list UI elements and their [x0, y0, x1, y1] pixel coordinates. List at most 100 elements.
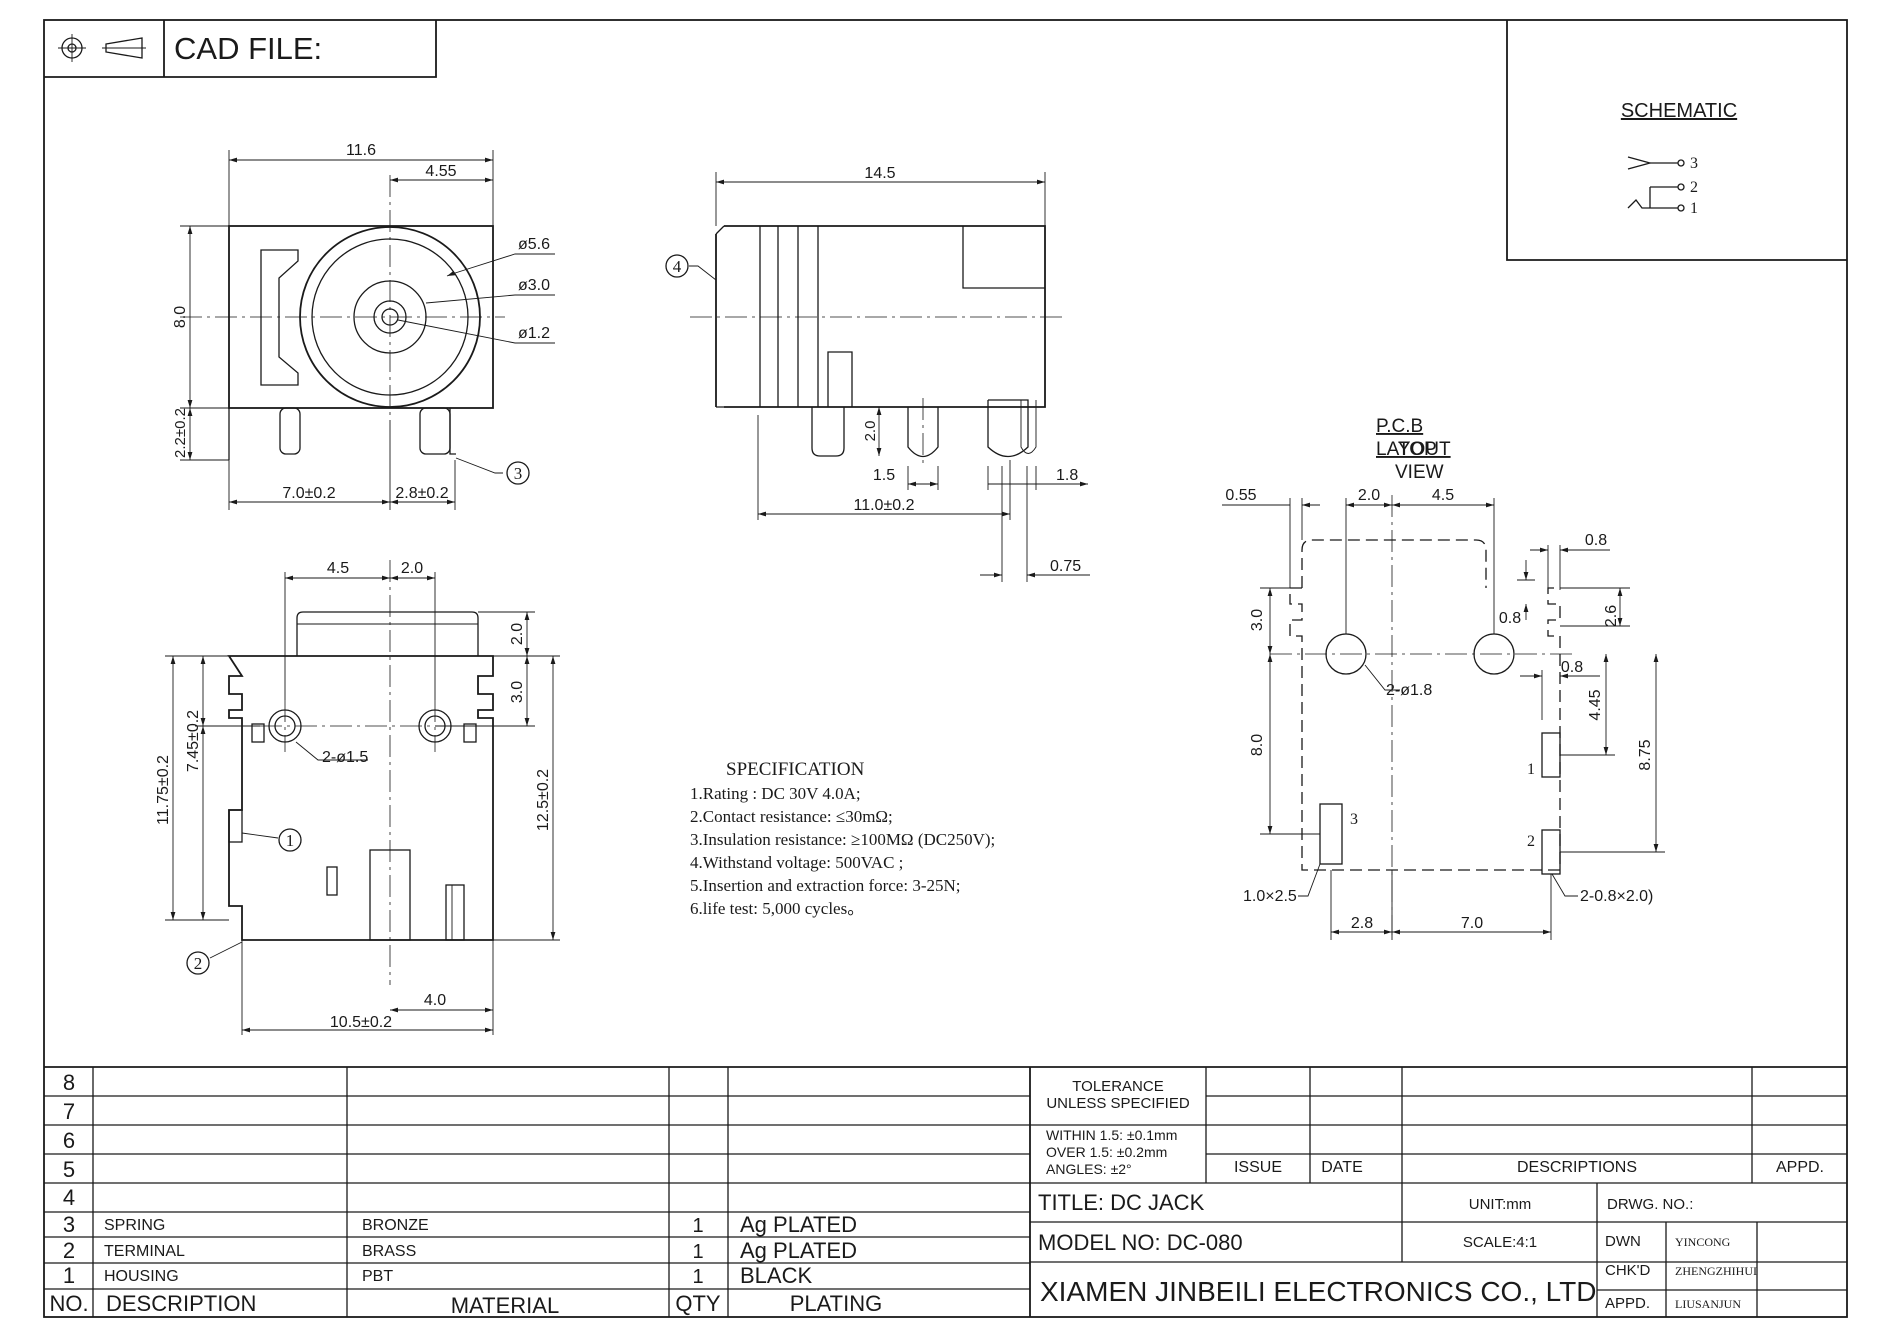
- bom-row-1-desc: HOUSING: [104, 1268, 179, 1285]
- bom-header-material: MATERIAL: [451, 1293, 559, 1318]
- pcb-d10: 8.75: [1637, 739, 1654, 770]
- bottom-right-b-dim: 3.0: [509, 681, 526, 703]
- schematic-pin-2: 2: [1690, 179, 1698, 196]
- row-number-5: 5: [63, 1157, 75, 1182]
- pcb-d7: 3.0: [1249, 609, 1266, 631]
- pcb-d8: 0.8: [1561, 659, 1583, 676]
- pcb-layout-view: P.C.B LAYOUT TOP VIEW: [1222, 416, 1665, 940]
- pcb-b1: 2.8: [1351, 915, 1373, 932]
- spec-line-3: 3.Insulation resistance: ≥100MΩ (DC250V)…: [690, 830, 995, 849]
- schematic-pin-3: 3: [1690, 155, 1698, 172]
- pcb-d9: 4.45: [1587, 689, 1604, 720]
- side-pin-height-dim: 2.0: [862, 421, 879, 442]
- drawing-frame: [43, 19, 1848, 1318]
- side-thickness-dim: 0.75: [1050, 558, 1081, 575]
- tolerance-angles: ANGLES: ±2°: [1046, 1161, 1132, 1177]
- bottom-a-dim: 4.0: [424, 992, 446, 1009]
- dwn-label: DWN: [1605, 1233, 1641, 1250]
- side-length-dim: 14.5: [864, 165, 895, 182]
- bottom-left-b-dim: 11.75±0.2: [155, 755, 172, 825]
- pcb-d6: 2.6: [1603, 605, 1620, 627]
- chkd-label: CHK'D: [1605, 1262, 1651, 1279]
- front-view: [180, 150, 555, 510]
- pcb-title-2: LAYOUT: [1376, 439, 1451, 460]
- chkd-name: ZHENGZHIHUI: [1675, 1264, 1757, 1278]
- bottom-right-total-dim: 12.5±0.2: [535, 769, 552, 831]
- front-width-dim: 11.6: [346, 142, 376, 159]
- pcb-title-3: TOP: [1398, 439, 1437, 460]
- schematic-symbol: [1627, 156, 1685, 212]
- drawing-number-label: DRWG. NO.:: [1607, 1196, 1693, 1213]
- callout-4: 4: [673, 257, 682, 276]
- rev-header-descriptions: DESCRIPTIONS: [1517, 1159, 1637, 1176]
- dwn-name: YINCONG: [1675, 1235, 1731, 1249]
- bom-row-3-plating: Ag PLATED: [740, 1212, 857, 1237]
- row-number-3: 3: [63, 1212, 75, 1237]
- pcb-b2: 7.0: [1461, 915, 1483, 932]
- model-number: MODEL NO: DC-080: [1038, 1230, 1243, 1255]
- cad-file-label: CAD FILE:: [174, 31, 322, 66]
- bom-row-2-plating: Ag PLATED: [740, 1238, 857, 1263]
- front-pitch1-dim: 7.0±0.2: [282, 485, 335, 502]
- spec-line-5: 5.Insertion and extraction force: 3-25N;: [690, 876, 961, 895]
- row-number-7: 7: [63, 1099, 75, 1124]
- pcb-d5: 0.8: [1499, 610, 1521, 627]
- bottom-left-a-dim: 7.45±0.2: [185, 710, 202, 772]
- pcb-d3: 4.5: [1432, 487, 1454, 504]
- tolerance-over: OVER 1.5: ±0.2mm: [1046, 1144, 1167, 1160]
- bottom-holes-label: 2-ø1.5: [322, 749, 368, 766]
- side-view: [665, 172, 1090, 582]
- cad-header: CAD FILE:: [44, 20, 437, 78]
- bottom-right-a-dim: 2.0: [509, 623, 526, 645]
- pcb-d11: 8.0: [1249, 734, 1266, 756]
- appd-name: LIUSANJUN: [1675, 1297, 1741, 1311]
- front-pitch2-dim: 2.8±0.2: [395, 485, 448, 502]
- front-outer-diameter: ø5.6: [518, 236, 550, 253]
- pcb-title-4: VIEW: [1395, 462, 1444, 483]
- row-number-4: 4: [63, 1185, 75, 1210]
- row-number-8: 8: [63, 1070, 75, 1095]
- appd-label: APPD.: [1605, 1295, 1650, 1312]
- title-block: [44, 1066, 1847, 1317]
- bom-row-3-material: BRONZE: [362, 1217, 429, 1234]
- bom-header-qty: QTY: [675, 1291, 721, 1316]
- front-mid-diameter: ø3.0: [518, 277, 550, 294]
- spec-line-6: 6.life test: 5,000 cycles。: [690, 899, 864, 918]
- company-name: XIAMEN JINBEILI ELECTRONICS CO., LTD: [1040, 1276, 1596, 1307]
- drawing-title: TITLE: DC JACK: [1038, 1190, 1205, 1215]
- pcb-d1: 0.55: [1225, 487, 1256, 504]
- schematic-title: SCHEMATIC: [1621, 100, 1737, 122]
- scale-label: SCALE:4:1: [1463, 1234, 1537, 1251]
- bom-row-2-qty: 1: [692, 1241, 703, 1263]
- pcb-pin-1: 1: [1527, 761, 1535, 778]
- front-height-dim: 8.0: [172, 306, 189, 328]
- pcb-d2: 2.0: [1358, 487, 1380, 504]
- rev-header-issue: ISSUE: [1234, 1159, 1282, 1176]
- specification-block: SPECIFICATION 1.Rating : DC 30V 4.0A; 2.…: [690, 759, 995, 918]
- pcb-d4: 0.8: [1585, 532, 1607, 549]
- tolerance-line-1: TOLERANCE: [1072, 1078, 1163, 1095]
- bottom-top-a-dim: 4.5: [327, 560, 349, 577]
- pcb-holes-label: 2-ø1.8: [1386, 682, 1432, 699]
- bottom-view: [165, 560, 560, 1035]
- bom-row-2-material: BRASS: [362, 1243, 416, 1260]
- bom-row-1-material: PBT: [362, 1268, 393, 1285]
- row-number-2: 2: [63, 1238, 75, 1263]
- pcb-pin-3: 3: [1350, 811, 1358, 828]
- bom-row-3-qty: 1: [692, 1215, 703, 1237]
- spec-line-1: 1.Rating : DC 30V 4.0A;: [690, 784, 861, 803]
- rev-header-appd: APPD.: [1776, 1159, 1824, 1176]
- front-pin-length-dim: 2.2±0.2: [172, 408, 189, 458]
- pcb-slot12-label: 2-0.8×2.0): [1580, 888, 1653, 905]
- projection-symbol-icon: [58, 34, 146, 62]
- bottom-total-dim: 10.5±0.2: [330, 1014, 392, 1031]
- pcb-title-1: P.C.B: [1376, 416, 1423, 437]
- bom-row-3-desc: SPRING: [104, 1217, 165, 1234]
- rev-header-date: DATE: [1321, 1159, 1362, 1176]
- callout-3: 3: [514, 464, 523, 483]
- row-number-1: 1: [63, 1263, 75, 1288]
- bom-row-1-plating: BLACK: [740, 1263, 812, 1288]
- spec-line-4: 4.Withstand voltage: 500VAC ;: [690, 853, 903, 872]
- bom-row-1-qty: 1: [692, 1266, 703, 1288]
